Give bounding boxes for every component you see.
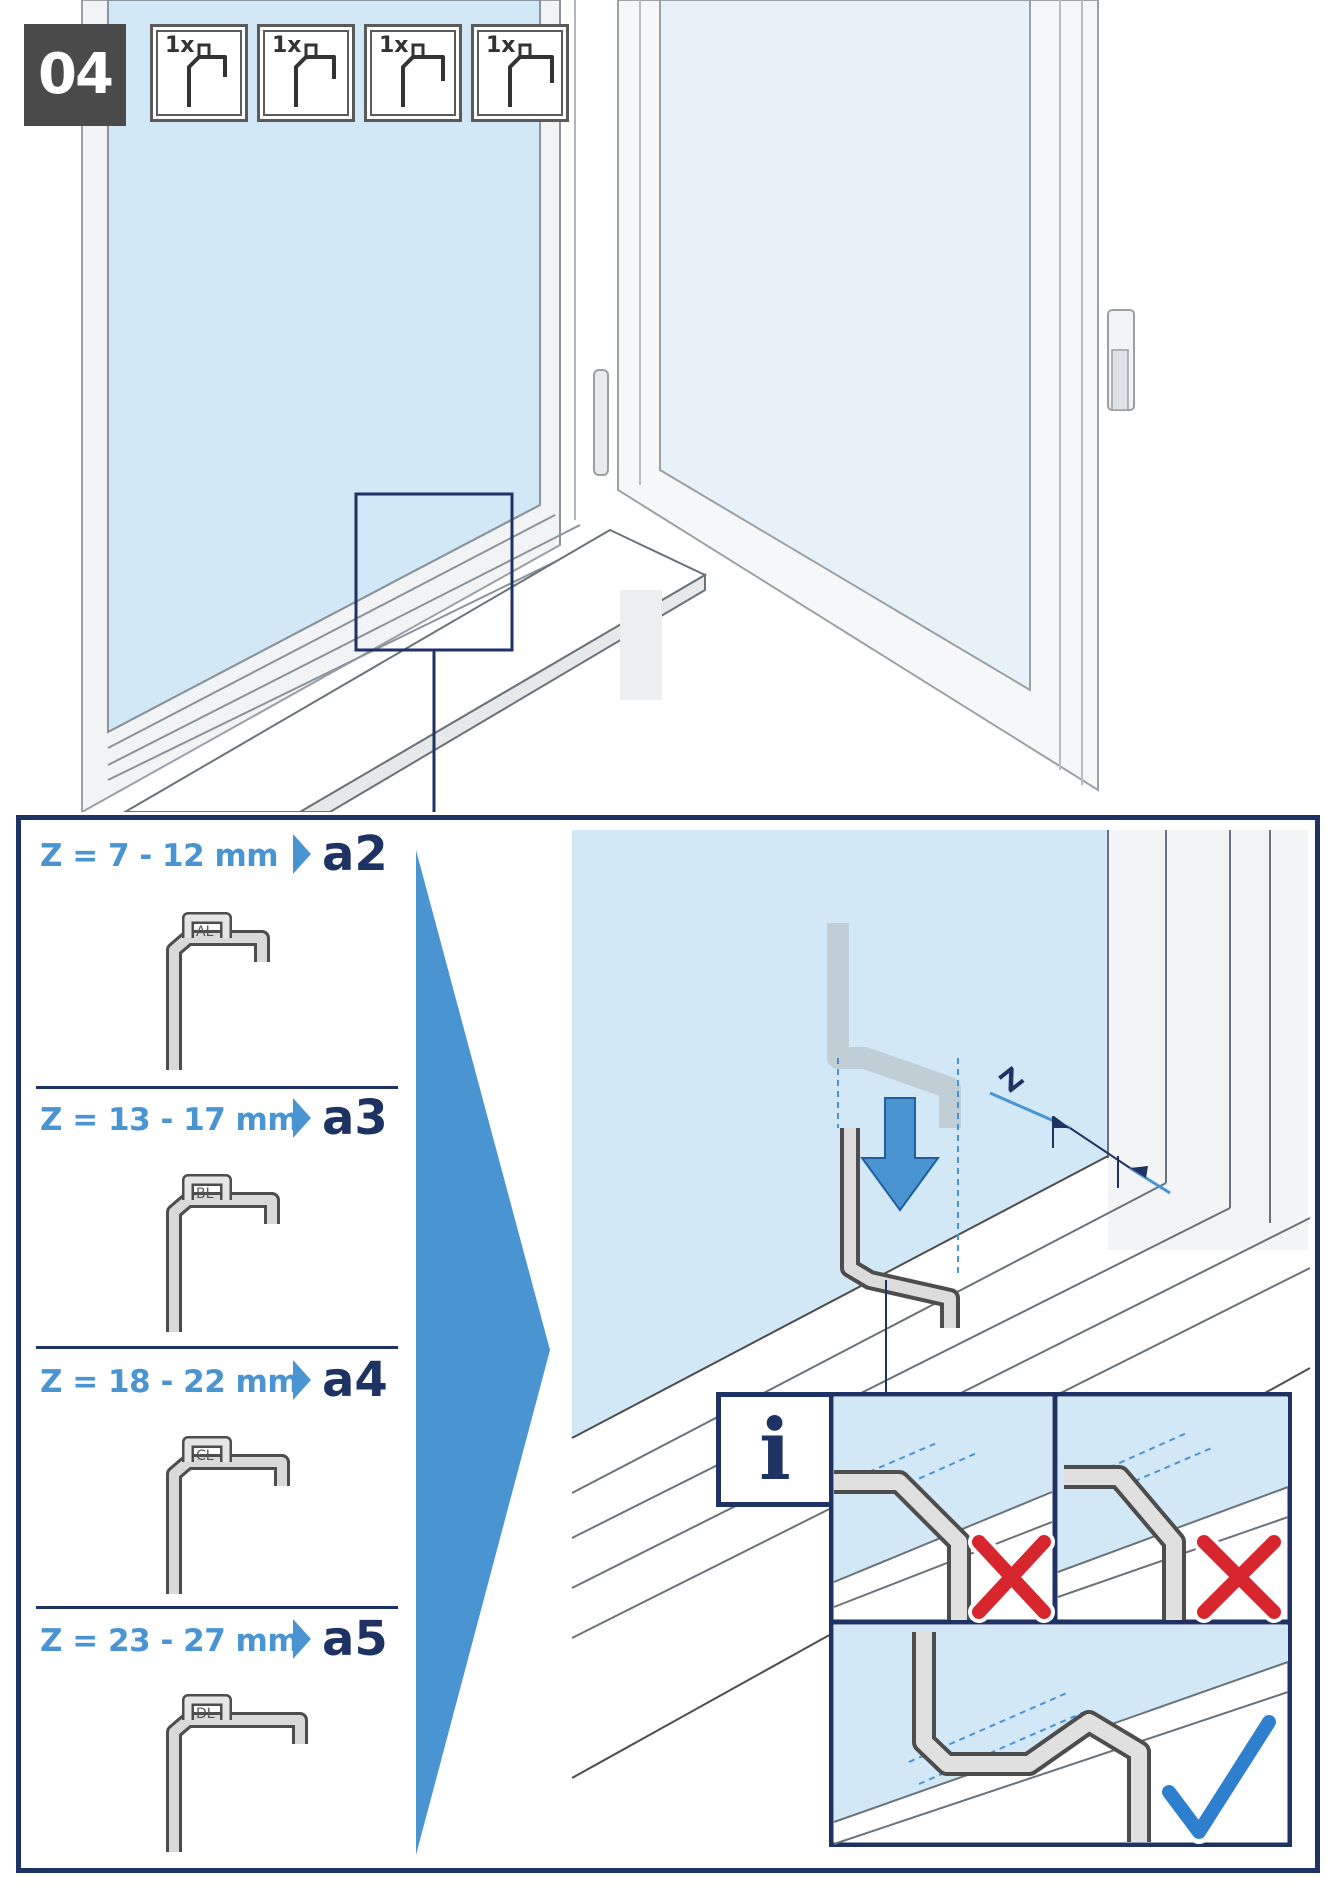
divider	[36, 1086, 398, 1089]
pointer-triangle	[416, 850, 550, 1855]
wrong-example	[1057, 1397, 1289, 1623]
info-icon: i	[759, 1400, 791, 1499]
size-code-a2: a2	[322, 826, 388, 882]
bracket-a4-illustration: CL	[166, 1436, 290, 1594]
step-number: 04	[24, 24, 126, 126]
part-box: 1x	[364, 24, 462, 122]
bracket-label: CL	[196, 1448, 214, 1464]
size-code-a3: a3	[322, 1090, 388, 1146]
part-quantity: 1x	[272, 33, 302, 58]
size-range-a2: Z = 7 - 12 mm	[40, 838, 279, 874]
part-quantity: 1x	[486, 33, 516, 58]
bracket-al-icon	[187, 43, 227, 107]
part-box: 1x	[471, 24, 569, 122]
arrow-right-icon	[293, 1360, 311, 1400]
part-quantity: 1x	[165, 33, 195, 58]
size-range-a4: Z = 18 - 22 mm	[40, 1364, 300, 1400]
comparison-panel	[829, 1392, 1292, 1847]
divider	[36, 1606, 398, 1609]
part-box: 1x	[257, 24, 355, 122]
divider	[36, 1346, 398, 1349]
part-box: 1x	[150, 24, 248, 122]
detail-illustration: Z	[571, 830, 1311, 1779]
size-code-a4: a4	[322, 1352, 388, 1408]
bracket-a2-illustration: AL	[166, 912, 270, 1070]
window-illustration	[81, 0, 1135, 812]
bracket-a3-illustration: BL	[166, 1174, 280, 1332]
correct-example	[833, 1625, 1289, 1845]
size-range-a3: Z = 13 - 17 mm	[40, 1102, 300, 1138]
arrow-right-icon	[293, 1098, 311, 1138]
bracket-label: BL	[196, 1186, 214, 1202]
part-quantity: 1x	[379, 33, 409, 58]
size-code-a5: a5	[322, 1611, 388, 1667]
bracket-label: AL	[196, 924, 214, 940]
arrow-right-icon	[293, 834, 311, 874]
bracket-label: DL	[196, 1706, 215, 1722]
bracket-dl-icon	[508, 43, 554, 107]
info-box: i	[716, 1392, 834, 1507]
bracket-bl-icon	[294, 43, 336, 107]
bracket-a5-illustration: DL	[166, 1694, 308, 1852]
arrow-right-icon	[293, 1619, 311, 1659]
size-range-a5: Z = 23 - 27 mm	[40, 1623, 300, 1659]
wrong-example	[833, 1397, 1055, 1623]
bracket-cl-icon	[401, 43, 445, 107]
